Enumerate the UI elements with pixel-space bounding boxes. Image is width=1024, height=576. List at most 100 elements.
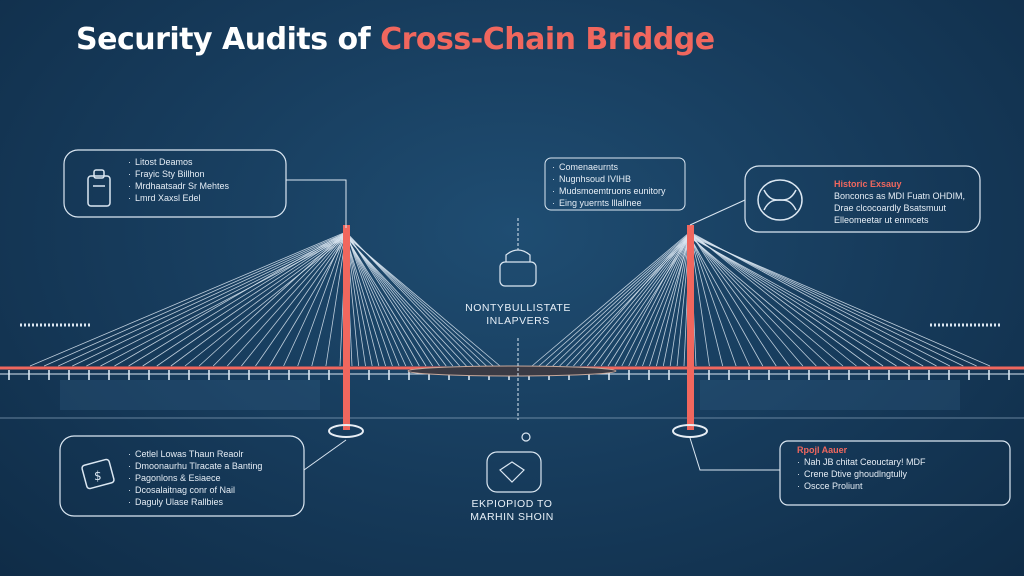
suspension-cable [170,235,347,367]
page-title: Security Audits of Cross-Chain Briddge [76,22,715,57]
deck-post [308,370,310,380]
callout-box-top-left [63,149,287,218]
deck-post [828,370,830,380]
deck-post [668,370,670,380]
suspension-cable [607,236,691,367]
suspension-cable [156,234,347,367]
deck-post [608,370,610,380]
callout-item: Daguly Ulase Rallbies [128,496,262,508]
callout-item: Litost Deamos [128,156,229,168]
callout-heading: Rpojl Aauer [797,445,848,455]
callout-top-center: Comenaeurnts Nugnhsoud IVIHB Mudsmoemtru… [552,161,666,209]
suspension-cable [325,234,347,367]
deck-post [208,370,210,380]
suspension-cable [621,232,691,367]
callout-item: Cetlel Lowas Thaun Reaolr [128,448,262,460]
suspension-cable [580,232,691,367]
callout-top-right: Historic Exsauy Bonconcs as MDI Fuatn OH… [834,178,965,226]
deck-post [328,370,330,380]
label-line: EKPIOPIOD TO [471,498,553,510]
suspension-cable [531,231,691,367]
callout-item: Mrdhaatsadr Sr Mehtes [128,180,229,192]
suspension-cable [345,236,427,367]
callout-bottom-right: Rpojl Aauer Nah JB chitat Ceouctary! MDF… [797,444,926,492]
suspension-cable [345,234,373,367]
deck-post [788,370,790,380]
suspension-cable [656,231,691,367]
ground-hatch-left [60,380,320,410]
suspension-cable [198,231,347,367]
deck-post [48,370,50,380]
suspension-cable [689,232,870,367]
callout-item: Dmoonaurhu Tlracate a Banting [128,460,262,472]
suspension-cable [614,231,691,367]
suspension-cable [283,231,347,367]
suspension-cable [689,231,777,367]
suspension-cable [669,233,691,367]
callout-box-bottom-right [779,440,1011,506]
suspension-cable [552,234,691,367]
deck-post [268,370,270,380]
right-tower [687,225,694,430]
deck-post [288,370,290,380]
suspension-cable [573,231,691,367]
label-line: NONTYBULLISTATE [465,302,571,314]
deck-post [848,370,850,380]
deck-post [728,370,730,380]
shield-chip-icon [486,432,542,493]
suspension-cable [689,236,764,367]
callout-heading: Historic Exsauy [834,179,902,189]
callout-item: Nah JB chitat Ceouctary! MDF [797,456,926,468]
deck-post [768,370,770,380]
callout-top-left: Litost Deamos Frayic Sty Billhon Mrdhaat… [128,156,229,204]
deck-post [988,370,990,380]
callout-item: Pagonlons & Esiaece [128,472,262,484]
svg-text:$: $ [94,469,102,483]
deck-post [28,370,30,380]
callout-item: Dcosalaitnag conr of Nail [128,484,262,496]
left-tower-base [328,424,364,438]
cable-group [29,231,991,367]
suspension-cable [586,233,691,367]
ground-hatch-right [700,380,960,410]
deck-post [588,370,590,380]
deck-post [108,370,110,380]
callout-item: Frayic Sty Billhon [128,168,229,180]
suspension-cable [345,236,386,367]
suspension-cable [635,234,691,367]
suspension-cable [689,231,857,367]
deck-post [128,370,130,380]
callout-item: Oscce Proliunt [797,480,926,492]
suspension-cable [689,235,991,367]
bridge-gap-link [407,365,617,377]
suspension-cable [311,233,347,367]
wallet-icon: $ [81,458,115,490]
callout-box-top-center [544,157,686,211]
deck-post [428,370,430,380]
suspension-cable [255,235,347,367]
suspension-cable [345,232,400,367]
callout-box-top-right [744,165,981,233]
deck-post [368,370,370,380]
suspension-cable [628,233,691,367]
suspension-cable [689,232,790,367]
suspension-cable [642,235,691,367]
suspension-cable [689,234,897,367]
deck-post [708,370,710,380]
suspension-cable [662,232,691,367]
callout-line: Drae clcocoardly Bsatsmuut [834,203,947,213]
suspension-cable [689,236,924,367]
suspension-cable [345,236,467,367]
suspension-cable [128,232,347,367]
suspension-cable [345,231,393,367]
deck-post [928,370,930,380]
suspension-cable [100,236,347,367]
label-line: MARHIN SHOIN [470,511,554,523]
deck-post [628,370,630,380]
suspension-cable [29,231,347,367]
title-part-2: s of [310,22,381,57]
suspension-cable [689,235,830,367]
suspension-cable [241,234,347,367]
suspension-cable [345,235,501,367]
deck-post [748,370,750,380]
